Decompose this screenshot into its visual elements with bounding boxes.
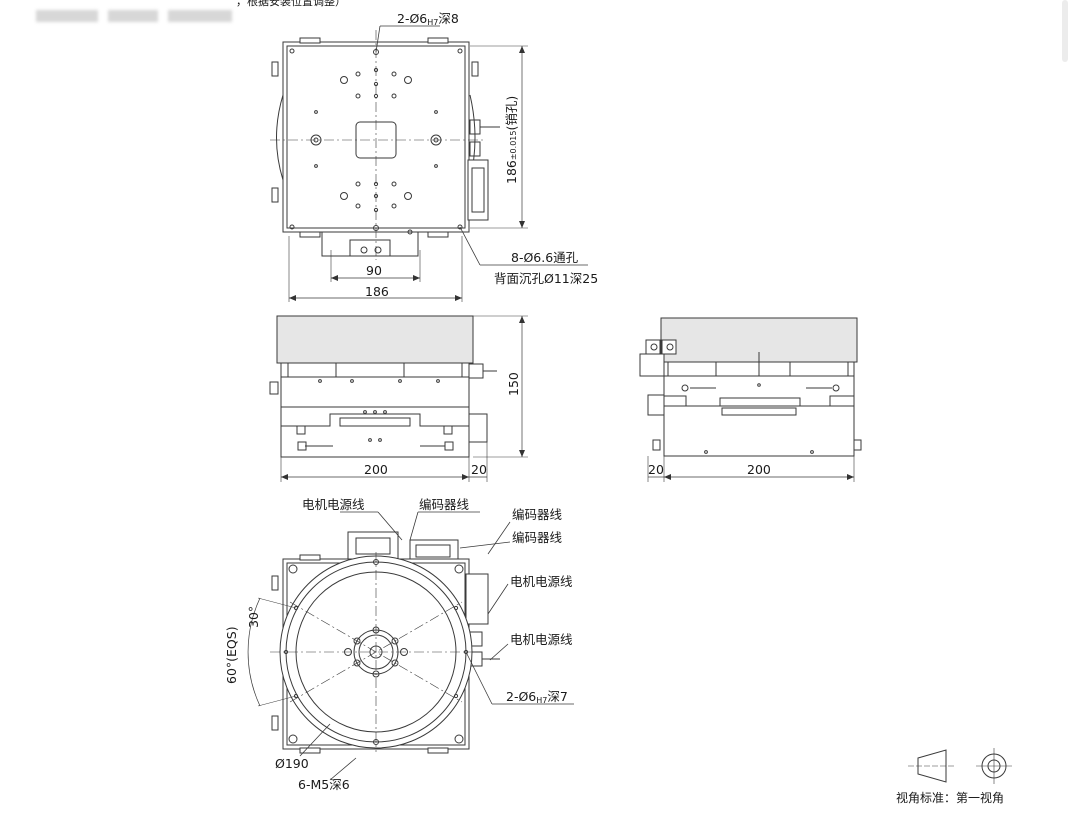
projection-label: 视角标准：第一视角: [896, 790, 1004, 805]
pin-hole-dimension: 186±0.015(销孔): [504, 96, 519, 184]
blurred-header-text: [168, 10, 232, 22]
angle-30: 30°: [246, 606, 261, 628]
bottom-hole-callout: 2-Ø6H7深7: [506, 689, 568, 705]
projection-symbol-icon: [908, 748, 1012, 784]
top-view: [270, 25, 588, 302]
header-caption: ，根据安装位置调整）: [236, 0, 346, 8]
dim-90: 90: [366, 263, 382, 278]
diameter-190: Ø190: [275, 756, 309, 771]
through-hole-callout: 8-Ø6.6通孔: [511, 250, 579, 265]
side-dim-200: 200: [747, 462, 771, 477]
front-dim-20: 20: [471, 462, 487, 477]
side-dim-20: 20: [648, 462, 664, 477]
bottom-view: [247, 511, 574, 781]
thread-callout: 6-M5深6: [298, 777, 350, 792]
front-view: [269, 315, 528, 482]
blurred-header-text: [108, 10, 158, 22]
label-encoder-cable-2: 编码器线: [512, 530, 563, 545]
top-hole-callout: 2-Ø6H7深8: [397, 11, 459, 27]
counterbore-callout: 背面沉孔Ø11深25: [494, 271, 598, 286]
label-motor-cable-1: 电机电源线: [510, 574, 573, 589]
blurred-header-text: [36, 10, 98, 22]
angle-60-eqs: 60°(EQS): [224, 626, 239, 684]
dim-186: 186: [365, 284, 389, 299]
label-encoder-cable-top: 编码器线: [419, 497, 470, 512]
dim-150: 150: [506, 372, 521, 396]
side-view: [639, 317, 862, 482]
label-motor-cable-2: 电机电源线: [510, 632, 573, 647]
scrollbar[interactable]: [1062, 0, 1068, 62]
label-encoder-cable-1: 编码器线: [512, 507, 563, 522]
front-dim-200: 200: [364, 462, 388, 477]
label-motor-cable-top: 电机电源线: [302, 497, 365, 512]
